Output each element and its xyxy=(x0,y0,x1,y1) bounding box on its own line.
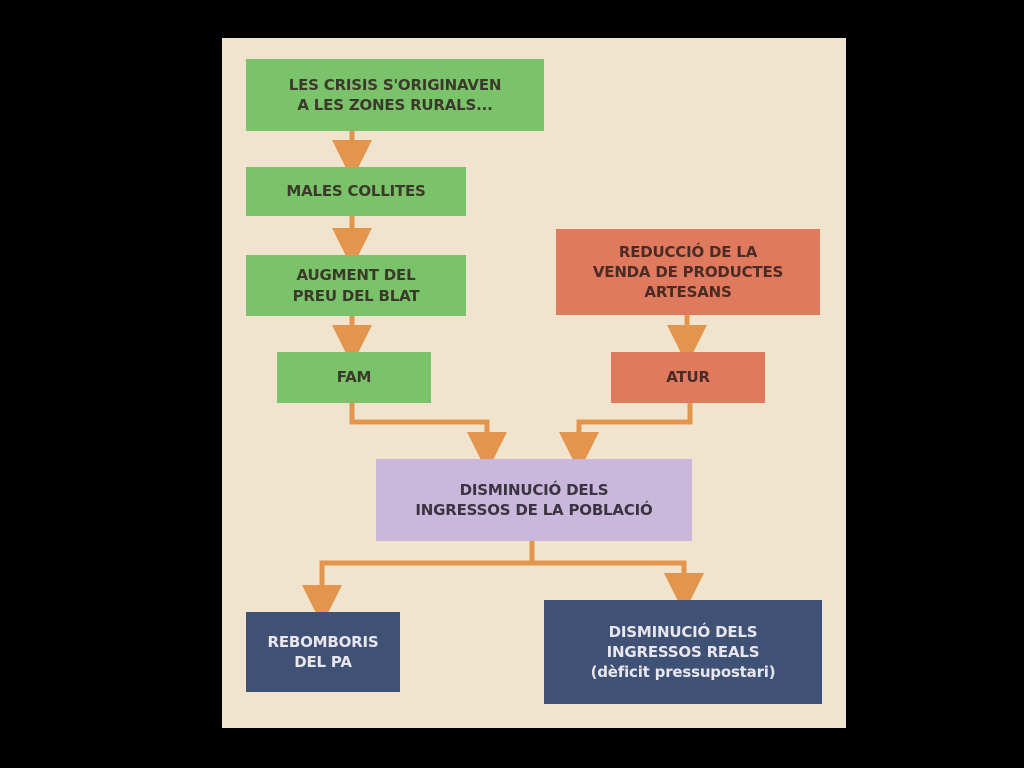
node-wheat: AUGMENT DEL PREU DEL BLAT xyxy=(246,255,466,316)
node-income: DISMINUCIÓ DELS INGRESSOS DE LA POBLACIÓ xyxy=(376,459,692,541)
node-unemployment: ATUR xyxy=(611,352,765,403)
node-crafts: REDUCCIÓ DE LA VENDA DE PRODUCTES ARTESA… xyxy=(556,229,820,315)
arrow-split-riots xyxy=(302,560,532,625)
arrow-hunger-income xyxy=(349,403,507,472)
arrow-unemployment-income xyxy=(559,403,693,472)
node-crisis: LES CRISIS S'ORIGINAVEN A LES ZONES RURA… xyxy=(246,59,544,131)
node-riots: REBOMBORIS DEL PA xyxy=(246,612,400,692)
node-royal: DISMINUCIÓ DELS INGRESSOS REALS (dèficit… xyxy=(544,600,822,704)
arrow-split-royal xyxy=(532,560,704,613)
node-hunger: FAM xyxy=(277,352,431,403)
diagram-panel: LES CRISIS S'ORIGINAVEN A LES ZONES RURA… xyxy=(222,38,846,728)
node-harvests: MALES COLLITES xyxy=(246,167,466,216)
connector-arrows xyxy=(302,131,707,625)
